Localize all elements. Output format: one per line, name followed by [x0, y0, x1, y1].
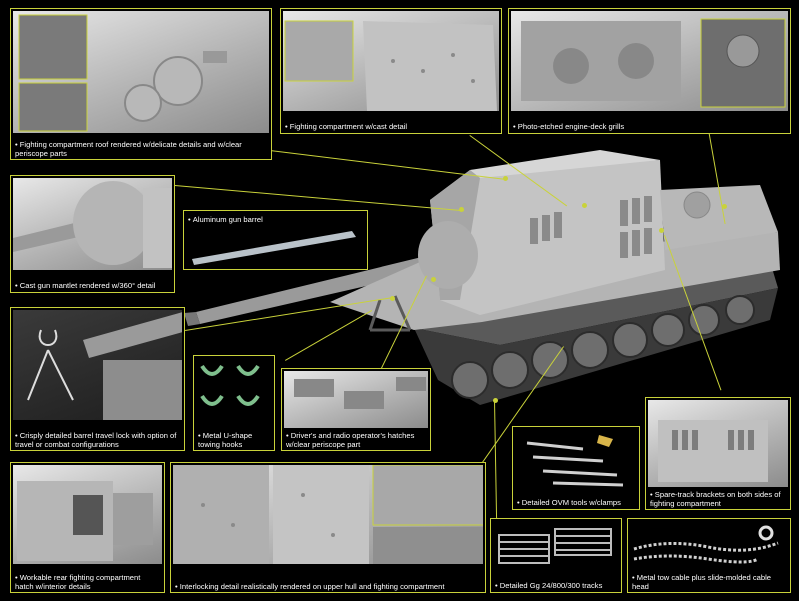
spare-track-brackets: [530, 196, 652, 258]
towing-hooks-art: [200, 364, 260, 406]
panel-tracks: Detailed Gg 24/800/300 tracks: [490, 518, 622, 593]
hatches-detail-art: [294, 377, 426, 409]
spare-track-photo: [648, 400, 788, 487]
caption-cast: Fighting compartment w/cast detail: [285, 122, 498, 131]
tracks-art: [498, 528, 612, 564]
tow-cable-art: [633, 525, 779, 564]
ovm-tools-art: [526, 435, 624, 487]
panel-barrel: Aluminum gun barrel: [183, 210, 368, 270]
rear-hatch-photo: [13, 465, 162, 564]
callout-dot: [659, 228, 664, 233]
panel-cast: Fighting compartment w/cast detail: [280, 8, 502, 134]
caption-hooks: Metal U-shape towing hooks: [198, 431, 271, 449]
grills-detail-art: [521, 18, 786, 108]
lower-hull: [414, 268, 778, 345]
caption-interlocking: Interlocking detail realistically render…: [175, 582, 482, 591]
panel-interlocking: Interlocking detail realistically render…: [170, 462, 486, 593]
panel-ovm: Detailed OVM tools w/clamps: [512, 426, 640, 510]
caption-roof: Fighting compartment roof rendered w/del…: [15, 140, 268, 158]
panel-grills: Photo-etched engine-deck grills: [508, 8, 791, 134]
mantlet-photo: [13, 178, 172, 270]
travel-lock: [368, 295, 412, 332]
main-gun-barrel: [196, 255, 436, 324]
callout-dot: [390, 296, 395, 301]
caption-hatches: Driver's and radio operator's hatches w/…: [286, 431, 427, 449]
panel-travel-lock: Crisply detailed barrel travel lock with…: [10, 307, 185, 451]
aluminum-barrel-art: [192, 231, 356, 265]
callout-dot: [582, 203, 587, 208]
panel-hooks: Metal U-shape towing hooks: [193, 355, 275, 451]
caption-spare-track: Spare-track brackets on both sides of fi…: [650, 490, 787, 508]
rear-hatch-detail-art: [17, 481, 153, 561]
travel-lock-detail-art: [27, 312, 182, 420]
callout-dot: [722, 204, 727, 209]
caption-mantlet: Cast gun mantlet rendered w/360° detail: [15, 281, 171, 290]
panel-mantlet: Cast gun mantlet rendered w/360° detail: [10, 175, 175, 293]
caption-barrel: Aluminum gun barrel: [188, 215, 364, 224]
gun-mantlet: [418, 221, 478, 289]
caption-travel-lock: Crisply detailed barrel travel lock with…: [15, 431, 181, 449]
roof-detail-art: [18, 14, 227, 132]
panel-roof: Fighting compartment roof rendered w/del…: [10, 8, 272, 160]
panel-tow-cable: Metal tow cable plus slide-molded cable …: [627, 518, 791, 593]
cast-detail-art: [284, 20, 497, 111]
callout-dot: [459, 207, 464, 212]
mantlet-detail-art: [13, 181, 172, 268]
interlocking-detail-art: [173, 465, 483, 564]
travel-lock-photo: [13, 310, 182, 420]
interlocking-photo: [173, 465, 483, 564]
callout-dot: [493, 398, 498, 403]
panel-spare-track: Spare-track brackets on both sides of fi…: [645, 397, 791, 510]
roof-photo: [13, 11, 269, 133]
spare-track-detail-art: [658, 420, 768, 482]
road-wheels: [451, 295, 755, 399]
cast-photo: [283, 11, 499, 111]
callout-dot: [431, 277, 436, 282]
caption-rear-hatch: Workable rear fighting compartment hatch…: [15, 573, 161, 591]
grills-photo: [511, 11, 788, 111]
caption-tow-cable: Metal tow cable plus slide-molded cable …: [632, 573, 787, 591]
caption-grills: Photo-etched engine-deck grills: [513, 122, 787, 131]
callout-dot: [503, 176, 508, 181]
panel-rear-hatch: Workable rear fighting compartment hatch…: [10, 462, 165, 593]
caption-ovm: Detailed OVM tools w/clamps: [517, 498, 636, 507]
caption-tracks: Detailed Gg 24/800/300 tracks: [495, 581, 618, 590]
panel-hatches: Driver's and radio operator's hatches w/…: [281, 368, 431, 451]
hatches-photo: [284, 371, 428, 428]
